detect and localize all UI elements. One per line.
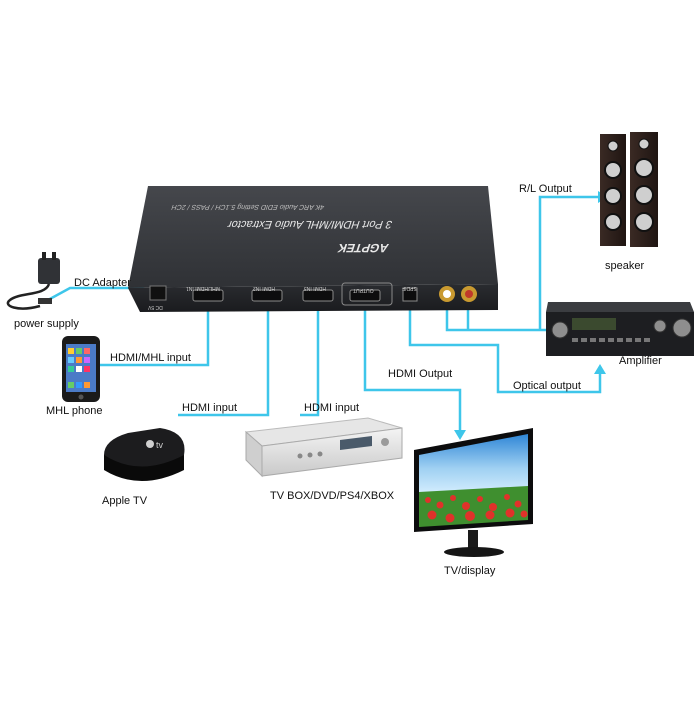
label-hdmi-output: HDMI Output bbox=[388, 368, 453, 380]
port-hdmi-in2 bbox=[251, 289, 283, 302]
amp-knob-right bbox=[672, 318, 692, 338]
mhl-phone-graphic bbox=[62, 336, 100, 402]
extractor-device bbox=[128, 186, 498, 312]
rca-right-inner bbox=[465, 290, 473, 298]
apple-logo-icon bbox=[146, 440, 154, 448]
port-dc bbox=[149, 285, 167, 301]
apple-tv-graphic: tv bbox=[104, 428, 185, 481]
cables bbox=[47, 195, 602, 432]
amp-knob-left bbox=[551, 321, 569, 339]
adapter-body bbox=[38, 258, 60, 284]
appletv-logo-text: tv bbox=[156, 440, 164, 450]
tv-screen-field bbox=[419, 486, 528, 527]
label-mhl-phone: MHL phone bbox=[46, 405, 103, 417]
label-speaker: speaker bbox=[605, 260, 645, 272]
adapter-plug bbox=[38, 298, 52, 304]
label-hdmi-input-2: HDMI input bbox=[304, 402, 360, 414]
dvd-button-1 bbox=[297, 453, 303, 459]
arrow-tv bbox=[454, 430, 466, 440]
phone-home-button bbox=[78, 394, 84, 400]
device-front-ports bbox=[149, 282, 477, 306]
adapter-cable bbox=[6, 283, 51, 310]
device-subtitle: 4K ARC Audio EDID Setting 5.1CH / PASS /… bbox=[170, 203, 326, 210]
label-rl-output: R/L Output bbox=[519, 183, 572, 195]
label-hdmi-input-1: HDMI input bbox=[182, 402, 238, 414]
label-hdmi-mhl-input: HDMI/MHL input bbox=[110, 352, 191, 364]
port-hdmi-in1 bbox=[192, 289, 224, 302]
port-label-output: OUTPUT bbox=[353, 287, 374, 293]
port-spdif bbox=[402, 287, 418, 302]
tv-display-graphic bbox=[414, 428, 533, 557]
speaker-left-graphic bbox=[600, 134, 626, 246]
phone-app-grid bbox=[68, 348, 90, 388]
tv-flowers bbox=[425, 494, 528, 523]
dvd-button-4 bbox=[381, 438, 389, 446]
port-output-frame bbox=[341, 282, 393, 306]
label-amplifier: Amplifier bbox=[619, 355, 662, 367]
dvd-button-2 bbox=[307, 452, 313, 458]
label-optical-output: Optical output bbox=[513, 380, 581, 392]
port-label-in1: MHL/HDMI IN1 bbox=[186, 285, 220, 291]
amp-buttons bbox=[572, 338, 650, 342]
label-power-supply: power supply bbox=[14, 318, 79, 330]
power-supply-graphic bbox=[6, 252, 60, 310]
device-brand: AGPTEK bbox=[335, 241, 391, 255]
port-hdmi-out bbox=[349, 289, 381, 302]
label-tv-box: TV BOX/DVD/PS4/XBOX bbox=[270, 490, 395, 502]
amp-front bbox=[546, 312, 694, 356]
cable-rl-output bbox=[538, 195, 602, 330]
rca-left-inner bbox=[443, 290, 451, 298]
amp-top bbox=[546, 302, 694, 312]
port-label-in2: HDMI IN2 bbox=[253, 285, 275, 291]
amplifier-graphic bbox=[546, 302, 694, 356]
dvd-button-3 bbox=[317, 451, 323, 457]
amp-knob-mid bbox=[653, 319, 667, 333]
adapter-prong-1 bbox=[42, 252, 46, 260]
cable-hdmi-in2 bbox=[178, 305, 270, 417]
arrow-amplifier bbox=[594, 364, 606, 374]
tv-neck bbox=[468, 530, 478, 548]
device-title: 3 Port HDMI/MHL Audio Extractor bbox=[226, 218, 394, 230]
cable-hdmi-output bbox=[363, 305, 462, 432]
device-dc-label: DC 5V bbox=[148, 304, 163, 310]
dvd-display bbox=[340, 436, 372, 450]
port-hdmi-in3 bbox=[302, 289, 334, 302]
appletv-top bbox=[104, 428, 185, 467]
cable-hdmi-in3 bbox=[300, 305, 320, 417]
tv-stand bbox=[444, 547, 504, 557]
cable-optical bbox=[408, 305, 602, 394]
port-label-spdif: SPDIF bbox=[402, 285, 417, 291]
label-dc-adapter: DC Adapter bbox=[74, 277, 131, 289]
device-top bbox=[128, 186, 498, 288]
port-label-in3: HDMI IN3 bbox=[304, 285, 326, 291]
amp-display bbox=[572, 318, 616, 330]
cable-hdmi-mhl bbox=[98, 305, 210, 367]
tv-box-graphic bbox=[244, 417, 403, 478]
speaker-right-graphic bbox=[630, 132, 658, 247]
adapter-prong-2 bbox=[52, 252, 56, 260]
label-apple-tv: Apple TV bbox=[102, 495, 148, 507]
label-tv-display: TV/display bbox=[444, 565, 496, 577]
tv-screen-sky bbox=[419, 434, 528, 496]
